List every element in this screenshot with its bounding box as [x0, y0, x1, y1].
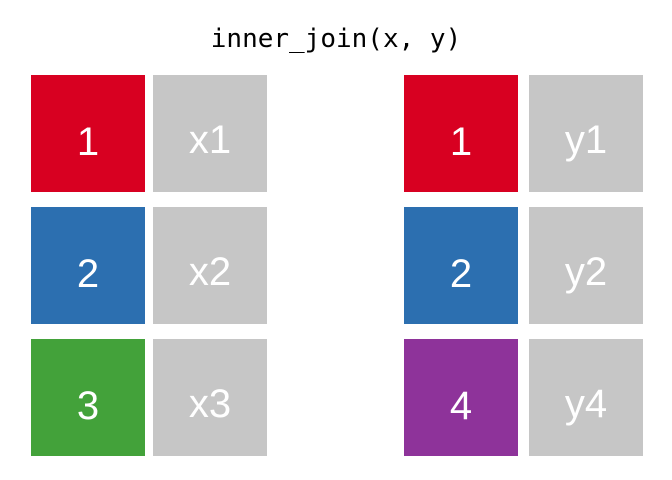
- table-y-value-label-2: y2: [564, 249, 608, 294]
- table-row: 2 x2: [31, 207, 267, 324]
- table-y-value-cell-1[interactable]: y1: [529, 75, 643, 192]
- table-y-value-label-1: y1: [564, 117, 608, 162]
- page-title: inner_join(x, y): [210, 24, 462, 54]
- table-y-key-cell-3[interactable]: 4: [404, 339, 518, 456]
- table-y-value-cell-3[interactable]: y4: [529, 339, 643, 456]
- table-y-key-cell-1[interactable]: 1: [404, 75, 518, 192]
- table-y-key-label-2: 2: [449, 251, 473, 296]
- table-row: 1 y1: [404, 75, 643, 192]
- table-x-value-label-1: x1: [188, 117, 232, 162]
- table-x-value-label-3: x3: [188, 381, 232, 426]
- table-x-key-cell-2[interactable]: 2: [31, 207, 145, 324]
- table-x-key-cell-1[interactable]: 1: [31, 75, 145, 192]
- table-y-key-label-1: 1: [449, 119, 473, 164]
- table-row: 3 x3: [31, 339, 267, 456]
- table-y-key-label-3: 4: [449, 383, 473, 428]
- table-x-value-cell-3[interactable]: x3: [153, 339, 267, 456]
- table-x-value-label-2: x2: [188, 249, 232, 294]
- table-x-value-cell-2[interactable]: x2: [153, 207, 267, 324]
- table-x-key-label-2: 2: [76, 251, 100, 296]
- table-row: 1 x1: [31, 75, 267, 192]
- table-y-key-cell-2[interactable]: 2: [404, 207, 518, 324]
- table-x: 1 x1 2 x2 3 x3: [31, 75, 267, 456]
- table-x-value-cell-1[interactable]: x1: [153, 75, 267, 192]
- table-x-key-cell-3[interactable]: 3: [31, 339, 145, 456]
- table-y: 1 y1 2 y2 4 y4: [404, 75, 643, 456]
- table-row: 2 y2: [404, 207, 643, 324]
- table-y-value-cell-2[interactable]: y2: [529, 207, 643, 324]
- table-row: 4 y4: [404, 339, 643, 456]
- table-x-key-label-1: 1: [76, 119, 100, 164]
- table-y-value-label-3: y4: [564, 381, 608, 426]
- table-x-key-label-3: 3: [76, 383, 100, 428]
